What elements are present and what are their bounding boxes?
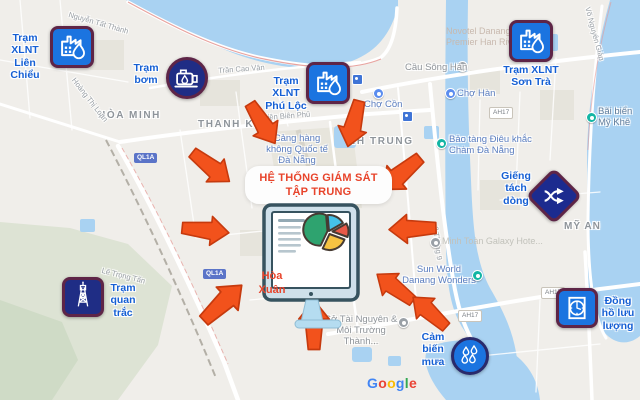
google-logo-letter: l bbox=[404, 375, 409, 391]
poi-label-my-khe: Bãi biển Mỹ Khê bbox=[598, 106, 633, 129]
factory-droplet-icon bbox=[509, 20, 553, 62]
poi-label-environment-dept: Sở Tài Nguyên & Môi Trường Thành... bbox=[324, 314, 398, 348]
flow-meter-icon bbox=[556, 288, 598, 328]
google-logo: Google bbox=[367, 375, 417, 391]
google-logo-letter: e bbox=[408, 375, 418, 391]
poi-pin-cho-con-icon bbox=[373, 88, 384, 99]
station-label-cam-bien-mua: Cảm biến mưa bbox=[421, 331, 445, 368]
station-label-xlnt-lien-chieu: Trạm XLNT Liên Chiểu bbox=[10, 32, 40, 82]
poi-label-galaxy-hotel: Minh Toàn Galaxy Hote... bbox=[442, 236, 543, 246]
central-system-title-line1: HỆ THỐNG GIÁM SÁT bbox=[259, 171, 378, 184]
antenna-tower-icon bbox=[62, 277, 104, 317]
station-label-xlnt-son-tra: Trạm XLNT Sơn Trà bbox=[503, 64, 559, 89]
google-logo-letter: o bbox=[378, 375, 388, 391]
poi-label-airport: Cảng hàng không Quốc tế Đà Nẵng bbox=[266, 133, 328, 167]
poi-label-cau-song-han: Cầu Sông Hàn bbox=[405, 62, 468, 73]
transit-station-icon bbox=[402, 111, 413, 122]
route-badge-ah17: AH17 bbox=[458, 310, 483, 322]
poi-label-cho-con: Chợ Cồn bbox=[364, 99, 403, 110]
transit-station-icon bbox=[352, 74, 363, 85]
poi-pin-cau-song-han-icon bbox=[457, 61, 468, 72]
poi-pin-environment-dept-icon bbox=[398, 317, 409, 328]
district-label-vinh-trung: NH TRUNG bbox=[348, 136, 414, 147]
station-label-tram-quan-trac: Trạm quan trắc bbox=[110, 282, 136, 319]
poi-label-cho-han: Chợ Hàn bbox=[457, 88, 496, 99]
route-badge-ql1a: QL1A bbox=[134, 153, 158, 163]
poi-label-sun-world: Sun World Danang Wonders bbox=[402, 264, 476, 287]
rain-drops-icon bbox=[451, 337, 489, 375]
route-badge-ql1a: QL1A bbox=[203, 269, 227, 279]
poi-pin-cho-han-icon bbox=[445, 88, 456, 99]
district-label-thanh-khe: THANH KHÊ bbox=[198, 119, 272, 130]
poi-pin-my-khe-icon bbox=[586, 112, 597, 123]
station-label-tram-bom: Trạm bơm bbox=[133, 62, 159, 87]
poi-label-cham-museum: Bảo tàng Điêu khắc Chàm Đà Nẵng bbox=[449, 134, 532, 157]
poi-pin-galaxy-hotel-icon bbox=[430, 237, 441, 248]
factory-droplet-icon bbox=[50, 26, 94, 68]
pump-icon bbox=[166, 57, 208, 99]
poi-pin-sun-world-icon bbox=[472, 270, 483, 281]
google-logo-letter: o bbox=[387, 375, 396, 391]
poi-pin-cham-museum-icon bbox=[436, 138, 447, 149]
station-label-xlnt-phu-loc: Trạm XLNT Phú Lộc bbox=[265, 75, 307, 112]
district-label-my-an: MỸ AN bbox=[564, 221, 601, 232]
central-location-label: Hòa Xuân bbox=[258, 270, 286, 296]
factory-droplet-icon bbox=[306, 62, 350, 104]
google-logo-letter: g bbox=[395, 375, 405, 391]
central-system-title: HỆ THỐNG GIÁM SÁT TẬP TRUNG bbox=[245, 166, 392, 204]
monitoring-dashboard-icon bbox=[262, 202, 362, 332]
poi-label-novotel: Novotel Danang Premier Han Riv... bbox=[446, 26, 519, 47]
station-label-gieng-tach-dong: Giếng tách dòng bbox=[501, 170, 531, 207]
route-badge-ah17: AH17 bbox=[489, 107, 514, 119]
district-label-hoa-minh: HÒA MINH bbox=[98, 110, 161, 121]
central-system-title-line2: TẬP TRUNG bbox=[285, 186, 352, 198]
google-logo-letter: G bbox=[367, 375, 379, 391]
station-label-dong-ho-luu-luong: Đồng hồ lưu lượng bbox=[601, 295, 635, 332]
